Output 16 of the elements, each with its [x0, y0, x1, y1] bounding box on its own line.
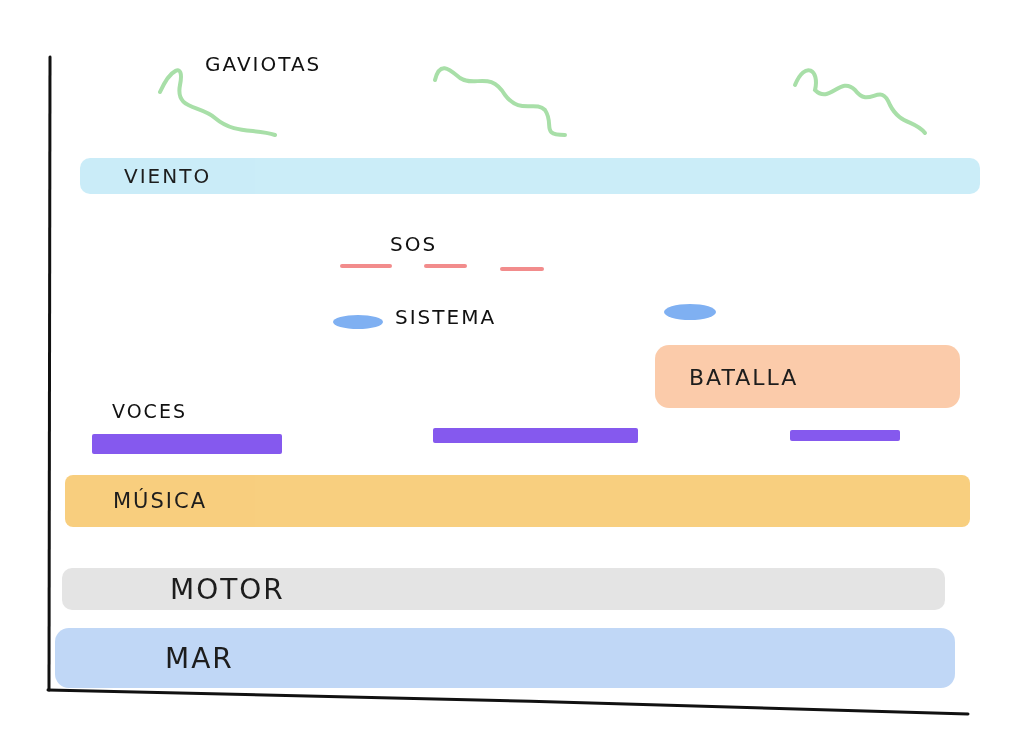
timeline-bar	[790, 430, 900, 441]
track-label: SOS	[390, 232, 438, 256]
track-label: SISTEMA	[395, 305, 497, 329]
track-label: MOTOR	[170, 572, 285, 606]
track-label: MÚSICA	[113, 489, 208, 513]
timeline-patch	[655, 345, 960, 408]
track-label: MAR	[165, 641, 234, 675]
timeline-band	[80, 158, 980, 194]
timeline-band	[65, 475, 970, 527]
track-label: VIENTO	[124, 164, 212, 188]
track-label: BATALLA	[689, 364, 799, 389]
timeline-band	[55, 628, 955, 688]
timeline-bar	[433, 428, 638, 443]
timeline-band	[62, 568, 945, 610]
track-label: GAVIOTAS	[205, 52, 322, 76]
track-label: VOCES	[112, 400, 187, 422]
